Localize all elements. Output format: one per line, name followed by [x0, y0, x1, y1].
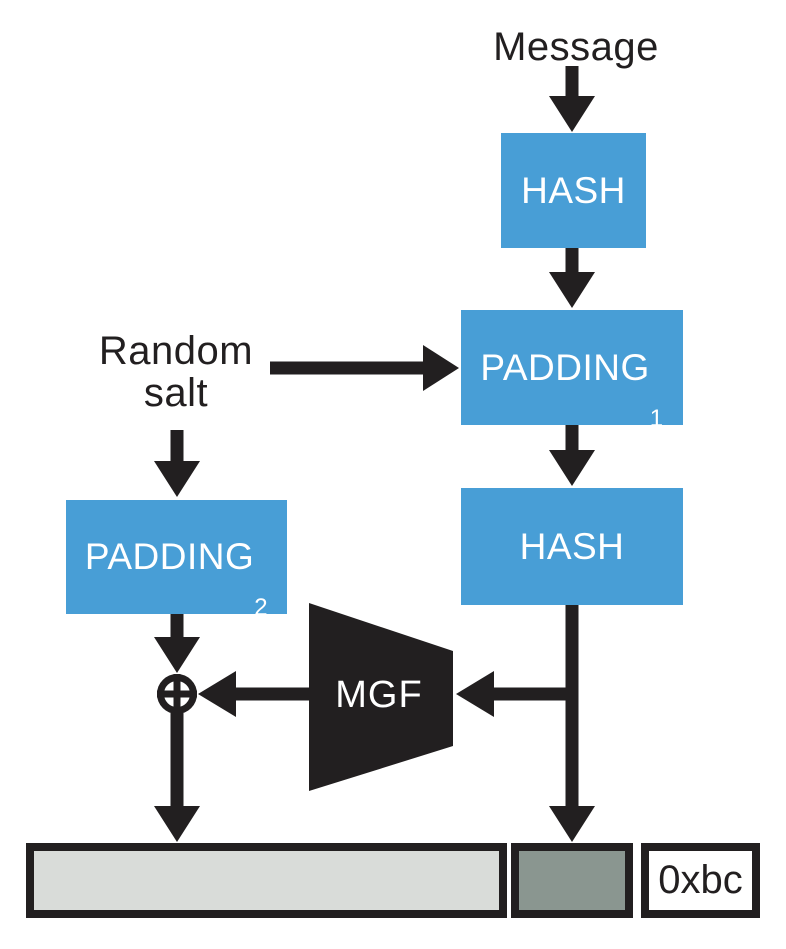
arrow-hash-to-padding1 — [549, 248, 595, 308]
arrow-padding1-to-hash2 — [549, 425, 595, 486]
arrow-message-to-hash — [549, 66, 595, 132]
arrow-head-icon — [549, 806, 595, 842]
trailer-label: 0xbc — [658, 858, 743, 902]
output-maskeddb-block — [26, 843, 507, 918]
padding2-box: PADDING 2 — [66, 500, 287, 620]
arrow-head-icon — [549, 450, 595, 486]
hash-top-box: HASH — [501, 133, 646, 248]
padding1-box: PADDING 1 — [461, 310, 683, 431]
arrow-head-icon — [423, 345, 459, 391]
arrow-head-icon — [456, 671, 494, 717]
padding1-subscript: 1 — [649, 405, 664, 432]
output-hash-block — [511, 843, 633, 918]
arrow-xor-to-output — [154, 713, 200, 842]
random-salt-label: Random salt — [66, 330, 286, 414]
arrow-salt-to-padding2 — [154, 430, 200, 497]
hash-top-label: HASH — [521, 169, 626, 211]
arrow-head-icon — [549, 272, 595, 308]
message-label: Message — [493, 25, 659, 69]
output-trailer-block: 0xbc — [641, 843, 760, 918]
hash-mid-box: HASH — [461, 488, 683, 605]
hash-mid-label: HASH — [519, 525, 625, 567]
padding1-label: PADDING — [480, 346, 650, 388]
arrow-head-icon — [549, 96, 595, 132]
arrow-head-icon — [154, 637, 200, 673]
mgf-shape — [309, 603, 453, 791]
wire-hash2-to-output — [549, 605, 595, 842]
padding2-subscript: 2 — [254, 594, 269, 621]
mgf-label: MGF — [335, 673, 423, 716]
random-salt-line2: salt — [143, 371, 209, 415]
arrow-salt-to-padding1 — [270, 345, 459, 391]
random-salt-line1: Random — [98, 329, 254, 373]
xor-icon — [157, 674, 197, 714]
arrow-head-icon — [154, 461, 200, 497]
arrow-head-icon — [198, 671, 236, 717]
arrow-padding2-to-xor — [154, 614, 200, 673]
padding2-label: PADDING — [84, 536, 255, 577]
arrow-head-icon — [154, 806, 200, 842]
arrow-mgf-to-xor — [198, 671, 310, 717]
mgf-trapezoid — [309, 603, 453, 791]
arrow-wire-to-mgf — [456, 671, 572, 717]
